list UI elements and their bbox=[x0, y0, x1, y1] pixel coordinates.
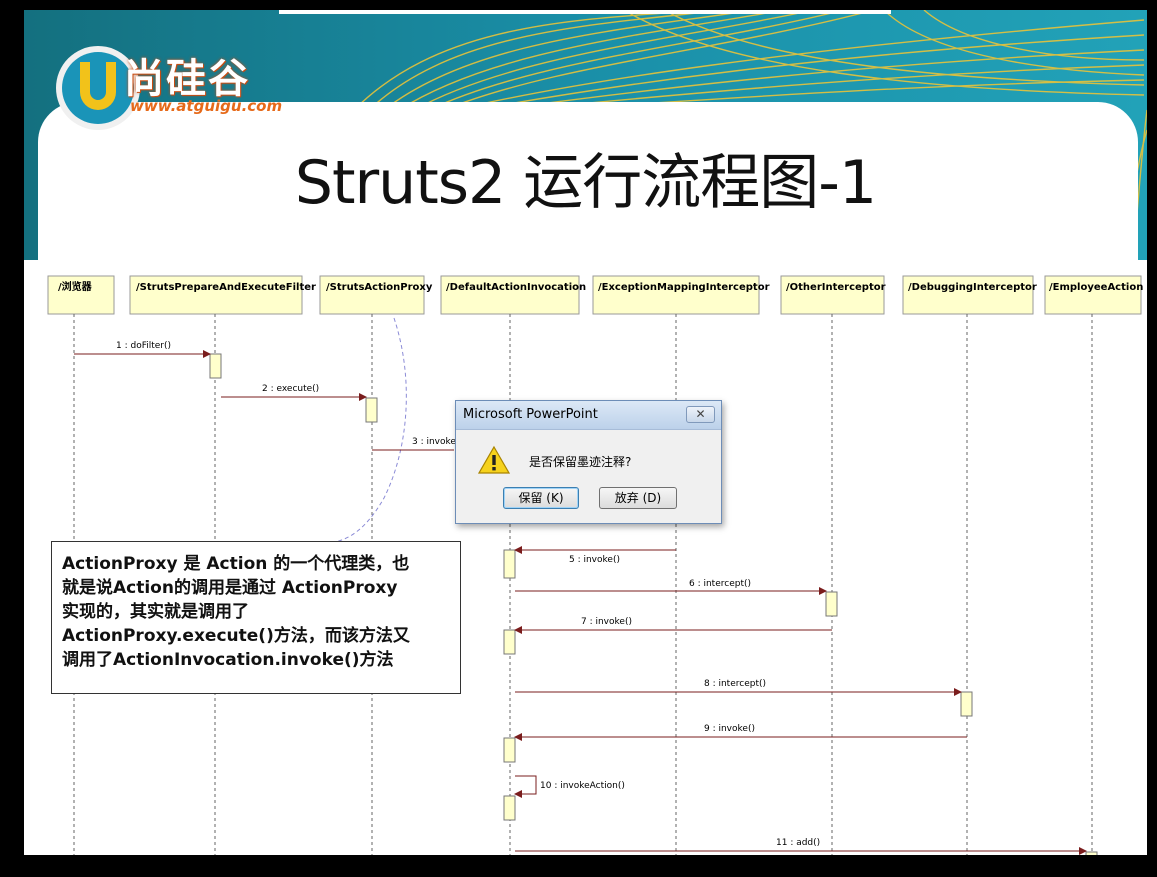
close-button[interactable]: ✕ bbox=[686, 406, 715, 423]
top-strip bbox=[279, 10, 891, 14]
lifeline-header-otherinterceptor: /OtherInterceptor bbox=[780, 275, 886, 315]
activation-box bbox=[825, 591, 838, 617]
message-label: 11 : add() bbox=[776, 838, 820, 848]
activation-box bbox=[503, 549, 516, 579]
self-message-arrow bbox=[514, 775, 537, 798]
dialog-titlebar[interactable]: Microsoft PowerPoint ✕ bbox=[456, 401, 721, 430]
lifeline-label: /EmployeeAction bbox=[1049, 282, 1143, 293]
activation-box bbox=[503, 629, 516, 655]
note-box: ActionProxy 是 Action 的一个代理类，也 就是说Action的… bbox=[51, 541, 461, 694]
keep-button[interactable]: 保留 (K) bbox=[503, 487, 579, 509]
atguigu-logo-icon bbox=[56, 46, 140, 130]
message-label: 1 : doFilter() bbox=[116, 341, 171, 351]
message-label: 5 : invoke() bbox=[569, 555, 620, 565]
logo-text: 尚硅谷 bbox=[124, 56, 250, 102]
lifeline-label: /StrutsActionProxy bbox=[326, 282, 433, 293]
logo-url: www.atguigu.com bbox=[130, 97, 283, 115]
lifeline-header-exceptionmapping: /ExceptionMappingInterceptor bbox=[592, 275, 770, 315]
message-label: 8 : intercept() bbox=[704, 679, 766, 689]
lifeline-label: /DebuggingInterceptor bbox=[908, 282, 1037, 293]
lifeline-label: /ExceptionMappingInterceptor bbox=[598, 282, 770, 293]
message-label: 9 : invoke() bbox=[704, 724, 755, 734]
lifeline-label: /浏览器 bbox=[58, 280, 93, 293]
activation-box bbox=[1085, 851, 1098, 855]
note-line: 实现的，其实就是调用了 bbox=[62, 602, 249, 622]
note-line: ActionProxy 是 Action 的一个代理类，也 bbox=[62, 554, 410, 574]
note-connector bbox=[323, 317, 407, 544]
activation-box bbox=[503, 737, 516, 763]
note-line: ActionProxy.execute()方法，而该方法又 bbox=[62, 626, 410, 646]
lifeline-label: /OtherInterceptor bbox=[786, 282, 886, 293]
activation-box bbox=[365, 397, 378, 423]
dialog-message: 是否保留墨迹注释? bbox=[529, 455, 632, 469]
dialog-title: Microsoft PowerPoint bbox=[463, 407, 598, 422]
lifeline-header-employeeaction: /EmployeeAction bbox=[1044, 275, 1143, 315]
title-panel bbox=[38, 102, 1138, 262]
message-label: 7 : invoke() bbox=[581, 617, 632, 627]
message-label: 2 : execute() bbox=[262, 384, 319, 394]
bottom-bar bbox=[0, 855, 1157, 877]
slide-title: Struts2 运行流程图-1 bbox=[294, 148, 877, 218]
note-line: 就是说Action的调用是通过 ActionProxy bbox=[62, 578, 398, 598]
lifeline-header-invocation: /DefaultActionInvocation bbox=[440, 275, 586, 315]
lifeline-header-actionproxy: /StrutsActionProxy bbox=[319, 275, 433, 315]
activation-box bbox=[503, 795, 516, 821]
powerpoint-dialog: Microsoft PowerPoint ✕ 是否保留墨迹注释? 保留 (K) … bbox=[455, 400, 722, 524]
note-line: 调用了ActionInvocation.invoke()方法 bbox=[62, 650, 394, 670]
lifeline-label: /StrutsPrepareAndExecuteFilter bbox=[136, 282, 316, 293]
activation-box bbox=[960, 691, 973, 717]
message-label: 10 : invokeAction() bbox=[540, 781, 625, 791]
warning-icon bbox=[478, 445, 510, 474]
slide: 尚硅谷 www.atguigu.com Struts2 运行流程图-1 /浏览器… bbox=[24, 10, 1147, 855]
lifeline-header-filter: /StrutsPrepareAndExecuteFilter bbox=[129, 275, 316, 315]
activation-box bbox=[209, 353, 222, 379]
message-label: 6 : intercept() bbox=[689, 579, 751, 589]
discard-button[interactable]: 放弃 (D) bbox=[599, 487, 677, 509]
lifeline-label: /DefaultActionInvocation bbox=[446, 282, 586, 293]
lifeline-header-browser: /浏览器 bbox=[47, 275, 115, 315]
message-label: 3 : invoke bbox=[412, 437, 456, 447]
lifeline-header-debugging: /DebuggingInterceptor bbox=[902, 275, 1037, 315]
